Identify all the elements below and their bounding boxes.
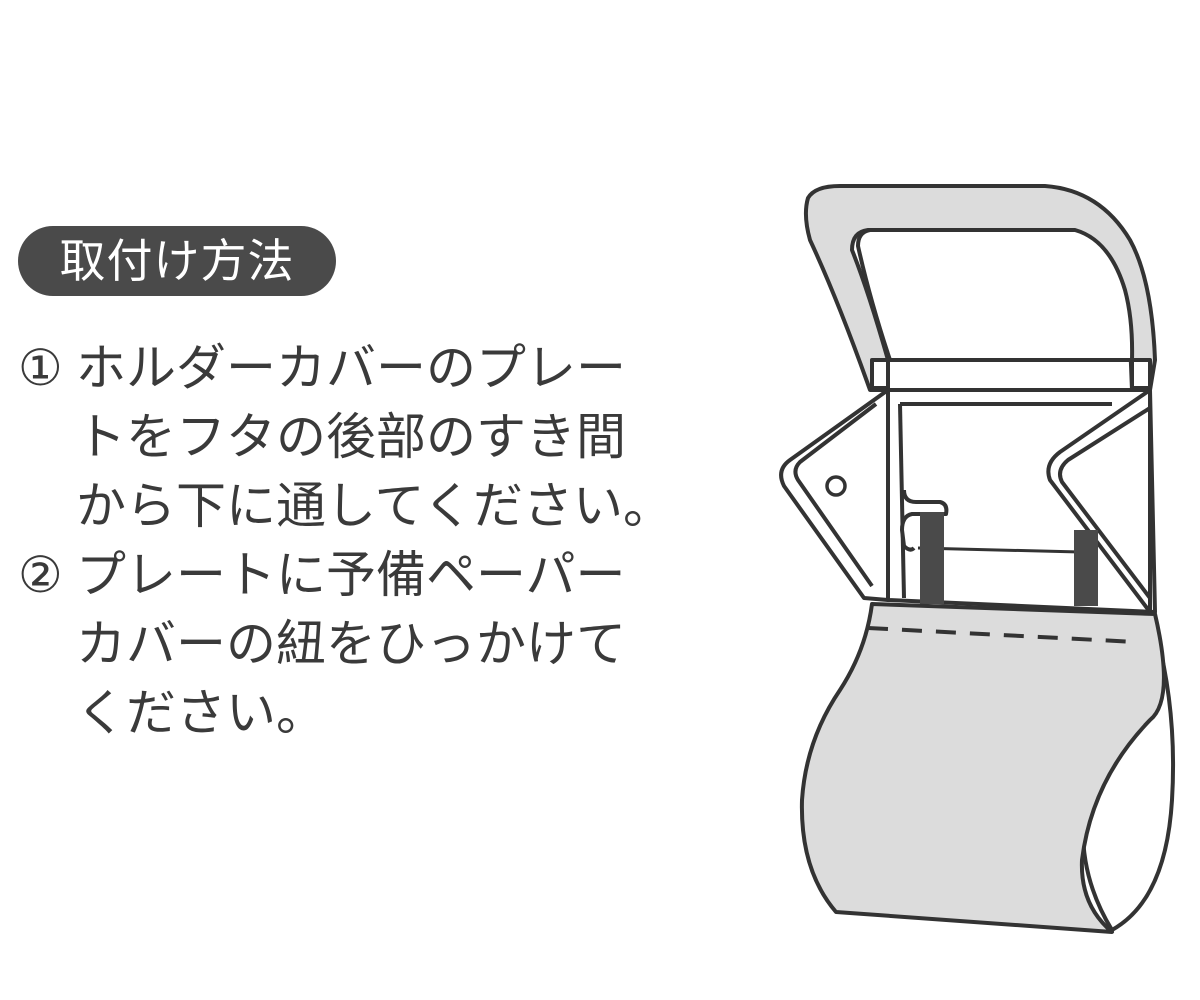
step-2-line-1: プレートに予備ペーパー <box>76 546 626 604</box>
spare-cover-body <box>799 602 1166 934</box>
step-1-line-1: ホルダーカバーのプレー <box>76 339 626 397</box>
step-1-line-3: から下に通してください。 <box>76 477 673 535</box>
plate-strip-right <box>1074 530 1098 606</box>
spare-cover-dashed-line <box>867 626 1137 644</box>
step-1-number: ① <box>18 339 63 397</box>
instruction-steps: ① ホルダーカバーのプレー トをフタの後部のすき間 から下に通してください。 ②… <box>18 334 678 748</box>
right-bracket-inner <box>1058 406 1152 600</box>
left-bracket-inner <box>793 402 878 588</box>
heading-badge: 取付け方法 <box>18 226 336 296</box>
right-bracket <box>1046 388 1152 614</box>
holder-cover-illustration <box>779 184 1176 934</box>
hinge-left <box>870 358 890 390</box>
plate-strip-left <box>920 512 944 604</box>
screw-hole <box>825 475 847 497</box>
step-2-line-3: ください。 <box>76 684 326 742</box>
step-2: ② プレートに予備ペーパー カバーの紐をひっかけて ください。 <box>18 541 678 748</box>
step-2-line-2: カバーの紐をひっかけて <box>76 615 626 673</box>
back-panel-inner-left <box>898 403 906 599</box>
step-1: ① ホルダーカバーのプレー トをフタの後部のすき間 から下に通してください。 <box>18 334 678 541</box>
crossbar-line <box>917 546 1081 554</box>
lid-inner-opening <box>856 228 1135 362</box>
step-1-line-2: トをフタの後部のすき間 <box>76 408 626 466</box>
step-2-number: ② <box>18 546 63 604</box>
hinge-right <box>1130 358 1152 390</box>
